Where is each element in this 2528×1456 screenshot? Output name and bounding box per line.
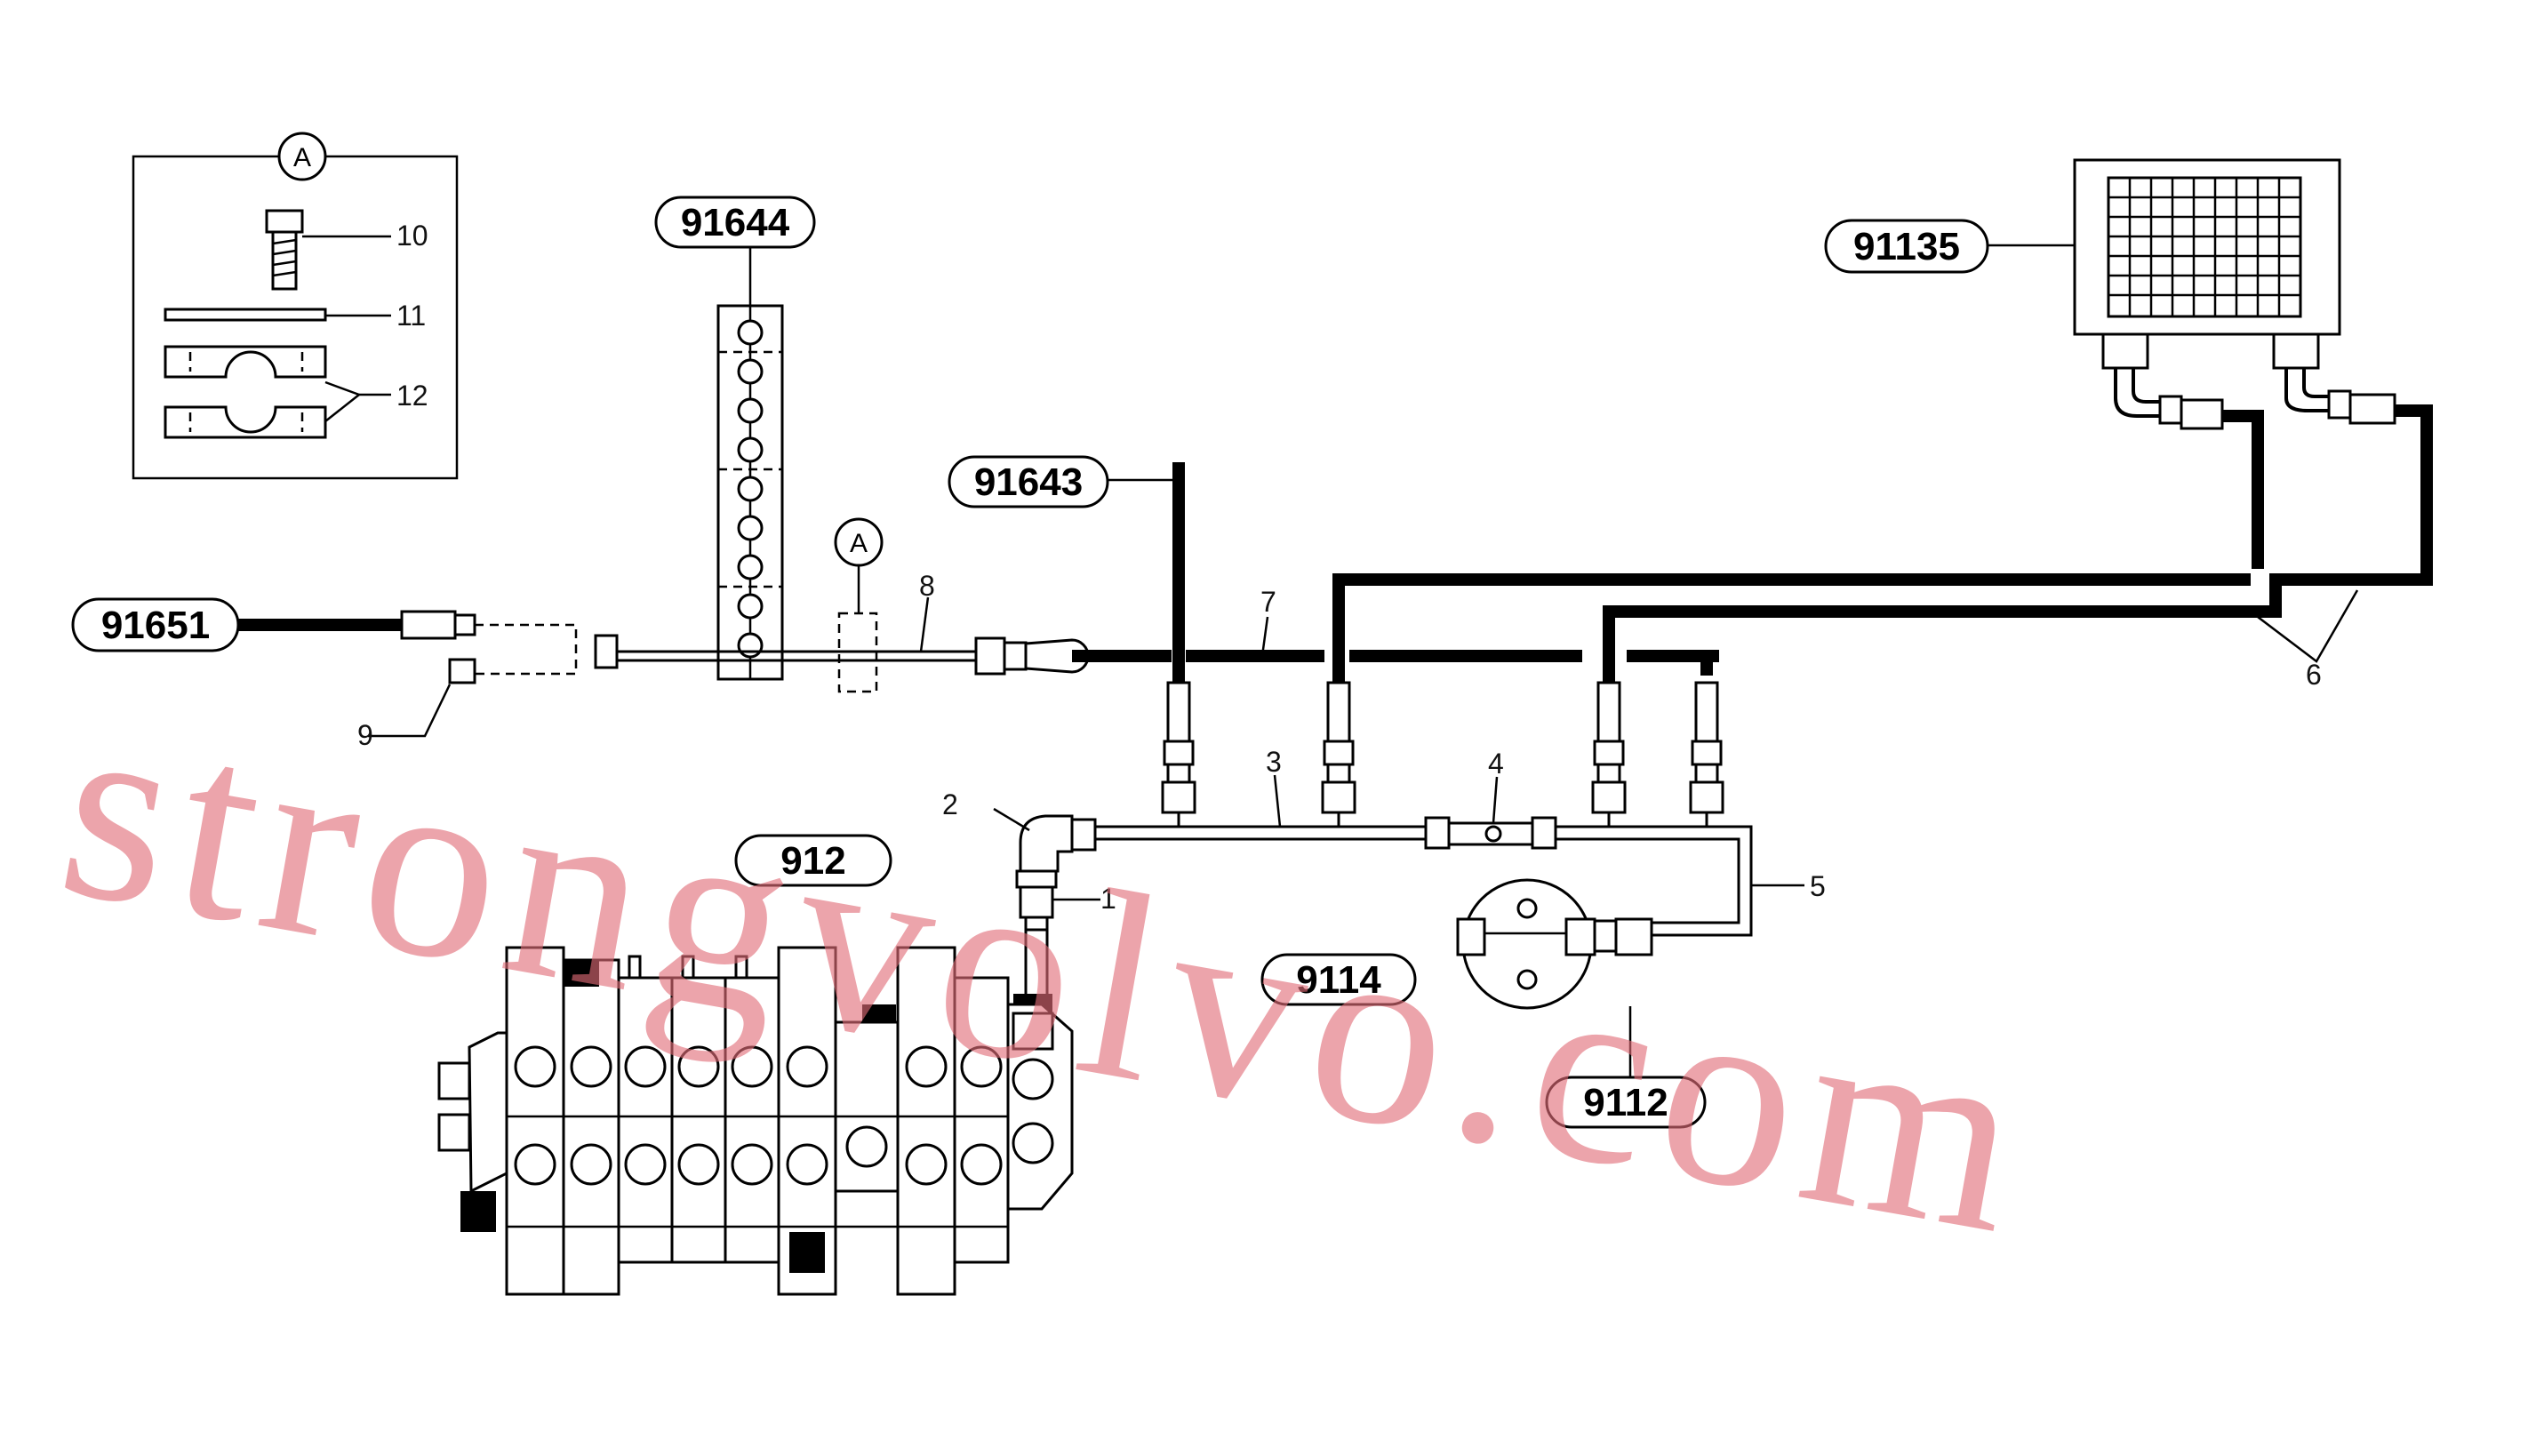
svg-text:9112: 9112 — [1583, 1081, 1668, 1124]
hose-7 — [1072, 650, 1719, 676]
ref-label-91135: 91135 — [1824, 219, 1989, 274]
detail-a-box: A 10 11 12 — [132, 132, 459, 480]
item-2: 2 — [942, 788, 958, 820]
ref-label-912: 912 — [734, 834, 892, 887]
svg-text:91644: 91644 — [681, 201, 790, 244]
ref-label-9114: 9114 — [1260, 953, 1417, 1006]
hose-fittings — [1161, 681, 1724, 814]
left-line-91651 — [238, 610, 1090, 693]
item-1: 1 — [1100, 883, 1116, 915]
ref-label-91651: 91651 — [71, 597, 240, 652]
control-valve-block-912 — [437, 946, 1074, 1296]
svg-text:91135: 91135 — [1853, 225, 1960, 268]
bolt-icon — [265, 209, 304, 291]
clamp-halves-12 — [164, 345, 327, 439]
ref-label-9112: 9112 — [1545, 1076, 1707, 1129]
svg-text:9114: 9114 — [1296, 958, 1381, 1002]
clamp-rail-91644 — [716, 304, 784, 681]
svg-text:91643: 91643 — [974, 460, 1083, 504]
item-8: 8 — [919, 570, 935, 602]
ref-label-91644: 91644 — [654, 196, 816, 249]
pipe-3 — [1095, 812, 1753, 937]
svg-text:912: 912 — [780, 839, 845, 883]
nipple-1 — [1019, 885, 1054, 996]
fitting-d — [1689, 681, 1724, 814]
item-3: 3 — [1266, 746, 1282, 778]
plate-11 — [164, 308, 327, 322]
fitting-b — [1321, 681, 1356, 814]
item-10: 10 — [396, 220, 428, 252]
item-12: 12 — [396, 380, 428, 412]
fitting-c — [1591, 681, 1627, 814]
item-4: 4 — [1488, 748, 1504, 780]
ref-label-91643: 91643 — [948, 455, 1109, 508]
rail-slots — [737, 319, 764, 659]
elbow-2 — [1015, 814, 1097, 889]
detail-a-marker: A — [293, 143, 311, 172]
item-9: 9 — [357, 719, 373, 751]
item-11: 11 — [396, 300, 426, 332]
detail-a-callout: A — [850, 529, 868, 558]
t-piece-4 — [1424, 816, 1557, 850]
hoses-6 — [1332, 404, 2433, 683]
filter-9114 — [1456, 878, 1653, 1010]
item-7: 7 — [1260, 586, 1276, 618]
oil-cooler-91135 — [2073, 158, 2396, 430]
valve-sections — [505, 946, 1074, 1296]
fitting-a — [1161, 681, 1196, 814]
item-6: 6 — [2306, 659, 2322, 691]
item-5: 5 — [1810, 870, 1826, 902]
svg-text:91651: 91651 — [101, 604, 210, 647]
